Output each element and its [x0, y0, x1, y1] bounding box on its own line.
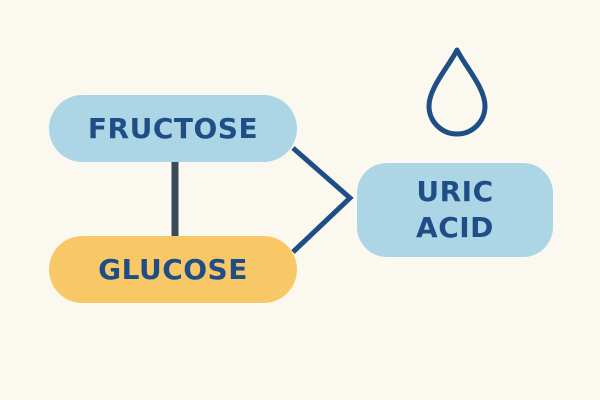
glucose-node: GLUCOSE [49, 236, 297, 303]
uric-acid-node: URIC ACID [357, 163, 553, 257]
converging-arrow [291, 146, 354, 254]
uric-acid-label-line1: URIC [416, 175, 494, 208]
water-drop-icon [426, 47, 488, 137]
fructose-label: FRUCTOSE [87, 112, 259, 145]
uric-acid-label-line2: ACID [416, 211, 494, 244]
fructose-node: FRUCTOSE [49, 95, 297, 162]
glucose-label: GLUCOSE [98, 253, 248, 286]
